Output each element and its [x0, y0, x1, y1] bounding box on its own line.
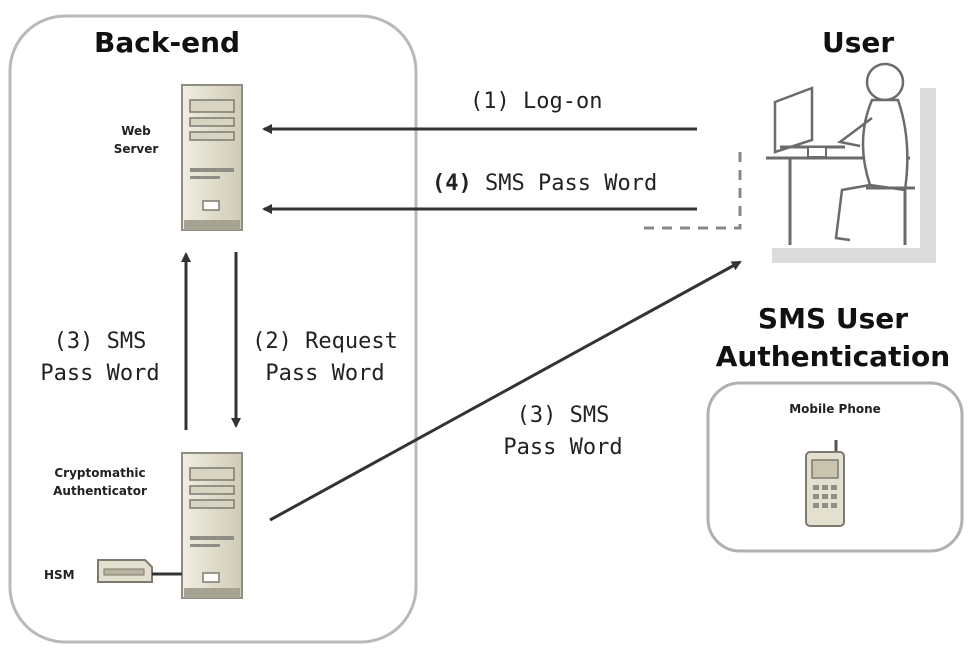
request-label-line1: (2) Request: [252, 329, 398, 354]
web-server-icon: [181, 84, 243, 231]
sms-pass-word-4-label: (4) SMS Pass Word: [432, 168, 657, 200]
sms-left-label-line1: (3) SMS: [53, 329, 147, 354]
sms-pass-word-3-left-label: (3) SMS Pass Word: [20, 326, 180, 390]
user-at-computer-icon: [766, 62, 936, 263]
sms-auth-title-line1: SMS User: [757, 302, 909, 335]
sms-pass-word-3-right-label: (3) SMS Pass Word: [478, 400, 648, 464]
web-server-label-line2: Server: [113, 142, 159, 156]
sms-right-label-line2: Pass Word: [503, 435, 623, 460]
user-connection-line: [640, 152, 742, 230]
authenticator-label: Cryptomathic Authenticator: [20, 464, 180, 500]
authenticator-server-icon: [181, 452, 243, 599]
logon-label: (1) Log-on: [470, 89, 603, 114]
sms-pass-word-4-number: (4): [432, 171, 472, 196]
mobile-phone-label: Mobile Phone: [789, 402, 881, 416]
sms-right-label-line1: (3) SMS: [516, 403, 610, 428]
web-server-label: Web Server: [100, 122, 172, 158]
sms-auth-title-line2: Authentication: [715, 340, 951, 373]
authenticator-label-line2: Authenticator: [53, 484, 147, 498]
backend-panel: [8, 14, 418, 644]
user-title: User: [822, 26, 895, 59]
request-label-line2: Pass Word: [265, 361, 385, 386]
sms-pass-word-4-text: SMS Pass Word: [485, 171, 658, 196]
arrow-sms-pass-word-3-right: [269, 260, 742, 522]
web-server-label-line1: Web: [121, 124, 151, 138]
hsm-device-icon: [97, 559, 182, 583]
mobile-phone-icon: [805, 440, 845, 527]
authenticator-label-line1: Cryptomathic: [54, 466, 146, 480]
hsm-label: HSM: [44, 568, 75, 582]
sms-user-authentication-title: SMS User Authentication: [700, 300, 966, 376]
request-pass-word-label: (2) Request Pass Word: [240, 326, 410, 390]
sms-left-label-line2: Pass Word: [40, 361, 160, 386]
backend-title: Back-end: [94, 26, 241, 59]
